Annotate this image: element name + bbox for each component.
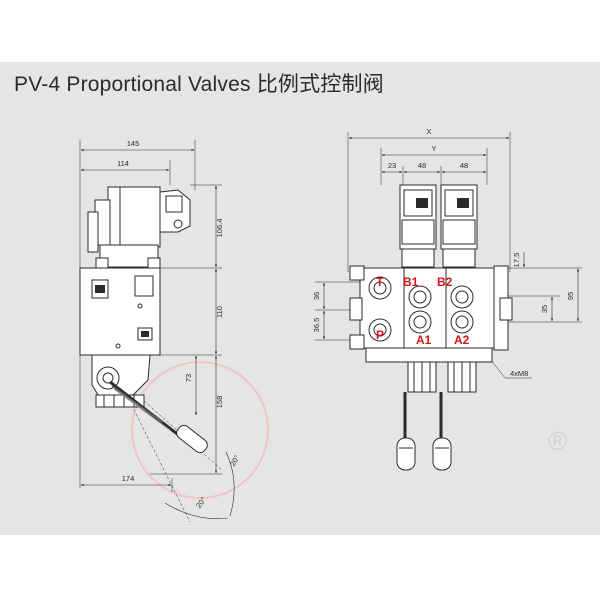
watermark-ring [131, 361, 269, 499]
dim-section-1-width: 48 [418, 161, 426, 170]
page-title: PV-4 Proportional Valves 比例式控制阀 [14, 73, 384, 96]
dim-overall-width: 145 [127, 139, 140, 148]
dim-section-2-width: 48 [460, 161, 468, 170]
dim-lever-offset: 73 [184, 374, 193, 382]
front-view-dimension-labels: X Y 23 48 48 36 36.5 17.5 35 95 4xM8 [312, 127, 575, 378]
dim-lever-reach: 174 [122, 474, 135, 483]
dim-port-spacing-lower: 36.5 [312, 318, 321, 333]
port-pressure-label: P [376, 328, 384, 342]
dim-body-width: 114 [117, 159, 129, 168]
port-b1-label: B1 [403, 275, 419, 289]
watermark-registered-mark: ® [548, 426, 567, 456]
dim-port-spacing-upper: 36 [312, 292, 321, 300]
dim-inlet-width: 23 [388, 161, 396, 170]
dim-lever-angle-back: 20° [228, 454, 241, 468]
dim-body-height: 110 [215, 306, 224, 318]
dim-mount-spacing: 35 [540, 305, 549, 313]
side-view [79, 140, 235, 523]
watermark: ® [131, 361, 567, 499]
port-b2-label: B2 [437, 275, 453, 289]
dim-lever-height: 158 [215, 396, 224, 409]
front-view [315, 132, 582, 471]
dim-overall-height: 95 [566, 292, 575, 300]
dim-mount-holes: 4xM8 [510, 369, 528, 378]
port-labels: T P B1 B2 A1 A2 [376, 275, 470, 347]
dim-x: X [426, 127, 431, 136]
dim-coil-height: 106.4 [215, 219, 224, 238]
dim-y: Y [431, 144, 436, 153]
port-a1-label: A1 [416, 333, 432, 347]
dim-top-offset: 17.5 [512, 253, 521, 268]
port-a2-label: A2 [454, 333, 470, 347]
port-tank-label: T [376, 275, 384, 289]
